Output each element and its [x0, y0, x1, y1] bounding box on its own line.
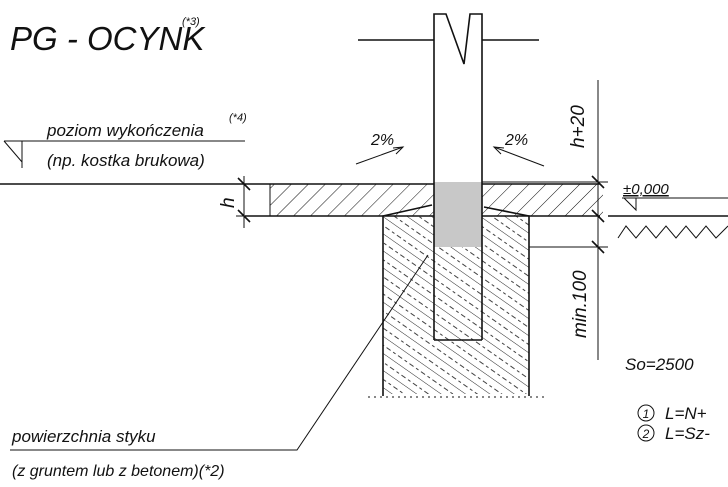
ref1-number: 1	[643, 407, 650, 421]
title-text: PG - OCYNK	[10, 20, 206, 57]
right-dimension-chain	[482, 80, 608, 360]
dim-h: h	[218, 197, 239, 208]
paving-hatch	[270, 184, 603, 216]
ref2-text: L=Sz-	[665, 424, 710, 443]
left-dimension-h	[236, 176, 260, 228]
dim-min-100: min.100	[570, 270, 591, 338]
finish-level-marker	[3, 140, 245, 168]
finish-level-note: (*4)	[229, 112, 247, 124]
ref2-circle-icon	[637, 424, 655, 442]
zero-level-label: ±0,000	[623, 181, 669, 198]
post-contact-zone	[434, 182, 482, 247]
slope-right-mark	[492, 146, 545, 167]
slope-left-mark	[355, 146, 405, 165]
ref1-text: L=N+	[665, 404, 707, 423]
ref2-number: 2	[642, 427, 650, 441]
title-superscript: (*3)	[182, 16, 200, 28]
contact-surface-leader	[10, 254, 429, 451]
contact-surface-note: (z gruntem lub z betonem)(*2)	[12, 463, 225, 480]
contact-surface-label: powierzchnia styku	[11, 427, 156, 446]
so-text: So=2500	[625, 355, 694, 374]
paving-example-label: (np. kostka brukowa)	[47, 151, 205, 170]
zero-level-marker	[608, 197, 728, 239]
slope-right-label: 2%	[504, 132, 528, 149]
steel-post	[358, 13, 539, 341]
ref1-circle-icon	[637, 404, 655, 422]
dim-h-plus-20: h+20	[568, 105, 589, 148]
slope-left-label: 2%	[370, 132, 394, 149]
finish-level-label: poziom wykończenia	[46, 121, 204, 140]
